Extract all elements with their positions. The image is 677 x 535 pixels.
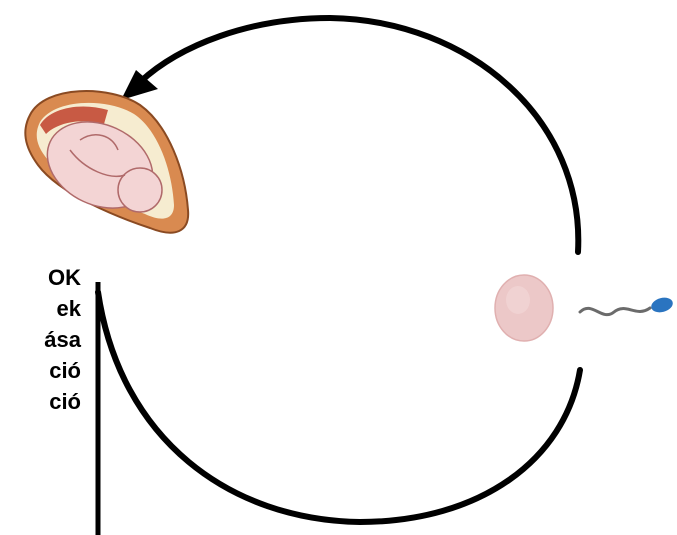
cropped-side-text: OK ek ása ció ció [44,262,81,417]
upper-cycle-arc [140,18,578,252]
side-text-line-2: ek [44,293,81,324]
egg-cell-icon [495,275,553,341]
sperm-cell-icon [580,295,674,314]
side-text-line-4: ció [44,355,81,386]
pregnant-uterus-icon [25,91,188,233]
side-text-line-3: ása [44,324,81,355]
side-text-line-1: OK [44,262,81,293]
side-text-line-5: ció [44,386,81,417]
